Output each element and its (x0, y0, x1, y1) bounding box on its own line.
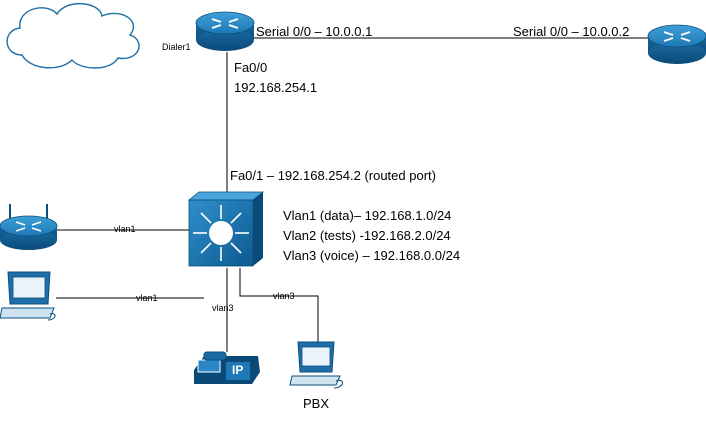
cloud-icon (6, 2, 140, 69)
ip-phone-icon (194, 351, 260, 384)
pbx-computer-icon (289, 341, 343, 389)
pbx-link (239, 268, 319, 345)
wifi-link-label: vlan1 (114, 224, 136, 234)
main-router-icon (195, 11, 255, 51)
switch-uplink-label: Fa0/1 – 192.168.254.2 (routed port) (230, 168, 436, 183)
phone-link-label: vlan3 (212, 303, 234, 313)
remote-router-icon (647, 24, 706, 64)
fa00-name-label: Fa0/0 (234, 60, 268, 75)
fa00-ip-label: 192.168.254.1 (234, 80, 318, 95)
pc-icon (0, 271, 56, 321)
remote-serial-label: Serial 0/0 – 10.0.0.2 (513, 24, 630, 39)
ip-phone-badge: IP (232, 363, 244, 377)
connection-lines (56, 37, 650, 352)
vlan1-label: Vlan1 (data)– 192.168.1.0/24 (283, 208, 452, 223)
pbx-link-label: vlan3 (273, 291, 295, 301)
vlan3-label: Vlan3 (voice) – 192.168.0.0/24 (283, 248, 461, 263)
vlan2-label: Vlan2 (tests) -192.168.2.0/24 (283, 228, 451, 243)
layer3-switch-icon (187, 191, 265, 267)
wireless-router-icon (0, 204, 58, 250)
main-serial-label: Serial 0/0 – 10.0.0.1 (256, 24, 373, 39)
pbx-label: PBX (303, 396, 330, 411)
dialer-interface-label: Dialer1 (162, 42, 191, 52)
pc-link-label: vlan1 (136, 293, 158, 303)
